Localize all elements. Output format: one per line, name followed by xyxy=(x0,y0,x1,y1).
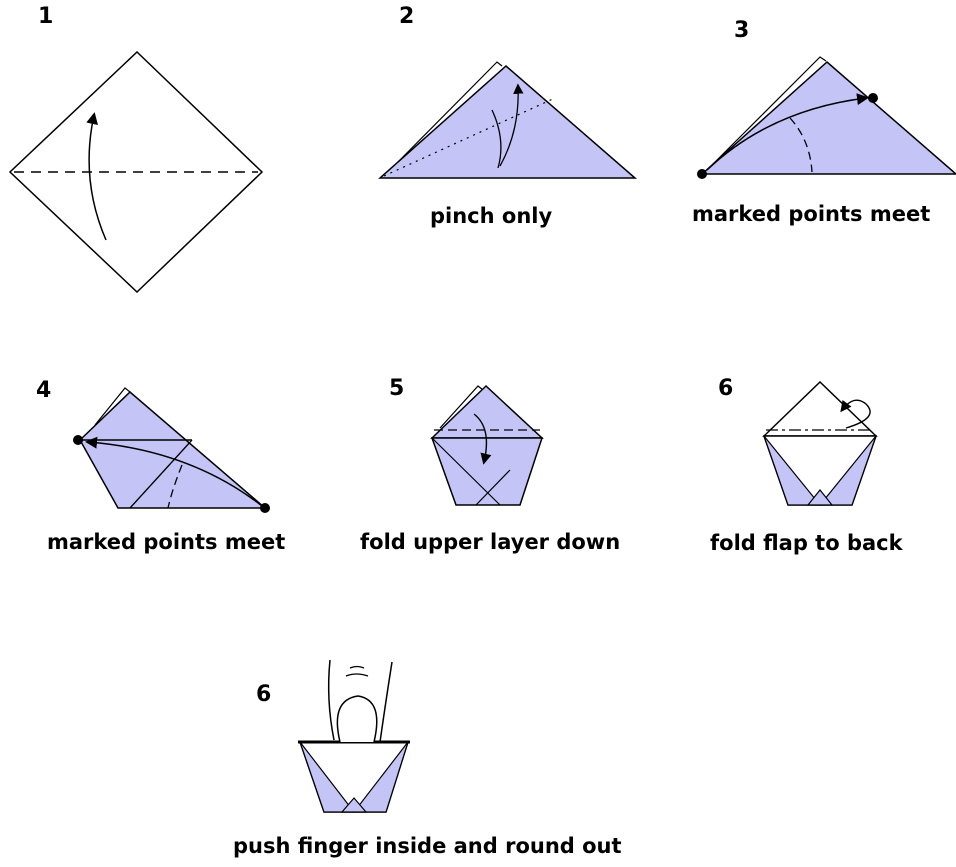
step-2-caption: pinch only xyxy=(430,204,553,228)
step-4-number: 4 xyxy=(36,378,52,403)
step-1-number: 1 xyxy=(38,4,54,29)
step-6a-number: 6 xyxy=(718,376,734,401)
step-3-caption: marked points meet xyxy=(692,202,931,226)
step-6b-number: 6 xyxy=(256,682,272,707)
step-4-caption: marked points meet xyxy=(47,530,286,554)
step-6b-figure xyxy=(298,659,410,813)
step-4-figure xyxy=(73,387,270,513)
step-5-number: 5 xyxy=(389,376,405,401)
step-2-figure xyxy=(378,61,638,179)
step-6a-figure xyxy=(762,380,878,506)
step-6a-caption: fold flap to back xyxy=(710,531,903,555)
step-5-caption: fold upper layer down xyxy=(360,530,621,554)
step-5-figure xyxy=(430,384,544,506)
step-6b-caption: push finger inside and round out xyxy=(233,834,622,858)
step-3-figure xyxy=(697,56,956,179)
step-1-figure xyxy=(8,50,264,294)
step-2-number: 2 xyxy=(399,4,415,29)
step-3-number: 3 xyxy=(734,18,750,43)
